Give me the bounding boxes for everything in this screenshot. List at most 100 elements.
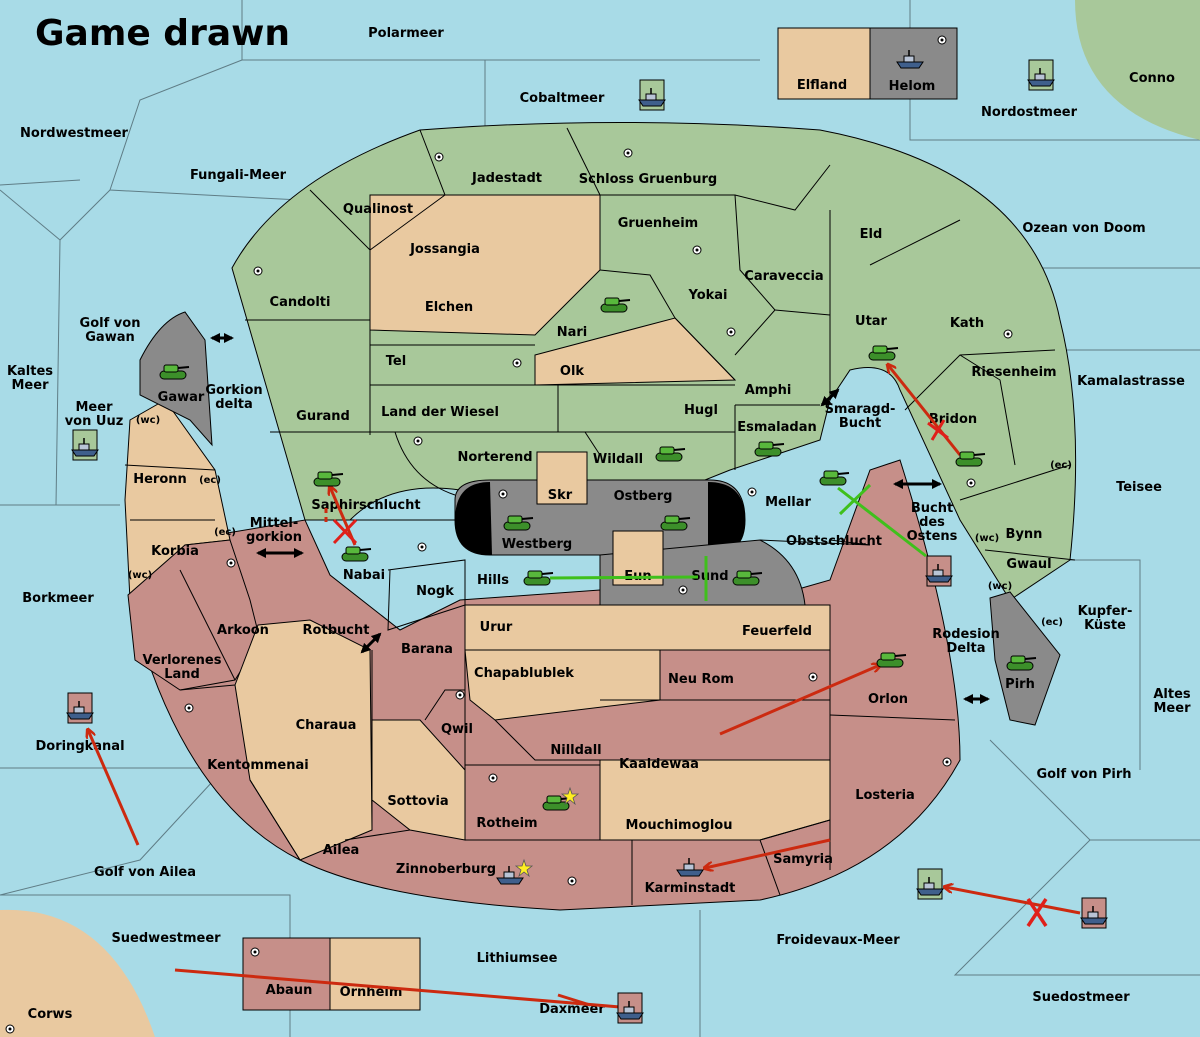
sea-teisee: Teisee	[1116, 480, 1162, 495]
province-nogk: Nogk	[416, 584, 454, 599]
coast-heronn-ec: (ec)	[199, 475, 221, 486]
game-status-title: Game drawn	[35, 13, 290, 54]
star-icon	[514, 858, 534, 878]
province-elfland: Elfland	[797, 78, 847, 93]
sea-corws: Corws	[28, 1007, 73, 1022]
sea-golf-von-pirh: Golf von Pirh	[1036, 767, 1131, 782]
province-yokai: Yokai	[687, 288, 727, 303]
coast-bynn-ec: (ec)	[1050, 460, 1072, 471]
tank-icon	[732, 570, 763, 586]
tank-icon	[819, 470, 850, 486]
supply-center-icon	[455, 690, 465, 700]
province-amphi: Amphi	[745, 383, 792, 398]
sea-golf-von-gawan-2: Gawan	[85, 330, 134, 345]
province-utar: Utar	[855, 314, 888, 329]
star-icon	[560, 786, 580, 806]
province-jossangia: Jossangia	[409, 242, 480, 257]
sea-altes-meer-2: Meer	[1154, 701, 1192, 716]
province-abaun: Abaun	[266, 983, 313, 998]
tank-icon	[955, 451, 986, 467]
tank-icon	[313, 471, 344, 487]
sea-bucht-des-ostens-3: Ostens	[907, 529, 958, 544]
province-obstschlucht: Obstschlucht	[786, 534, 882, 549]
supply-center-icon	[250, 947, 260, 957]
tank-icon	[868, 345, 899, 361]
green-orders	[549, 483, 927, 601]
sea-rotbucht: Rotbucht	[303, 623, 370, 638]
province-gruenheim: Gruenheim	[618, 216, 698, 231]
coast-bynn-wc: (wc)	[975, 533, 999, 544]
province-nilldall: Nilldall	[550, 743, 601, 758]
coast-gawar-wc: (wc)	[136, 415, 160, 426]
sea-golf-von-gawan: Golf von	[80, 316, 141, 331]
province-qwil: Qwil	[441, 722, 473, 737]
province-losteria: Losteria	[855, 788, 915, 803]
sea-suedostmeer: Suedostmeer	[1032, 990, 1130, 1005]
failed-move-x	[927, 419, 949, 441]
province-qualinost: Qualinost	[343, 202, 413, 217]
sea-nordostmeer: Nordostmeer	[981, 105, 1078, 120]
province-candolti: Candolti	[270, 295, 331, 310]
province-rotheim: Rotheim	[476, 816, 537, 831]
supply-center-icon	[942, 757, 952, 767]
tank-icon	[523, 570, 554, 586]
province-mouchimoglou: Mouchimoglou	[626, 818, 733, 833]
supply-center-icon	[747, 487, 757, 497]
tank-icon	[1006, 655, 1037, 671]
sea-gorkion-delta-2: delta	[215, 397, 253, 412]
province-conno	[1075, 0, 1200, 140]
province-verlorenes-land-2: Land	[164, 667, 200, 682]
supply-center-icon	[808, 672, 818, 682]
province-orlon: Orlon	[868, 692, 908, 707]
province-bynn: Bynn	[1006, 527, 1043, 542]
tank-icon	[754, 441, 785, 457]
province-wildall: Wildall	[593, 452, 643, 467]
coast-korbia-wc: (wc)	[128, 570, 152, 581]
sea-kupfer-kueste-2: Küste	[1084, 618, 1126, 633]
sea-rodesion-delta: Rodesion	[932, 627, 999, 642]
province-eld: Eld	[860, 227, 883, 242]
supply-center-icon	[226, 558, 236, 568]
province-korbia: Korbia	[151, 544, 199, 559]
province-hills: Hills	[477, 573, 509, 588]
province-ailea: Ailea	[323, 843, 360, 858]
sea-froidevaux-meer: Froidevaux-Meer	[776, 933, 900, 948]
province-verlorenes-land: Verlorenes	[142, 653, 221, 668]
supply-center-icon	[184, 703, 194, 713]
province-helom: Helom	[889, 79, 936, 94]
sea-altes-meer: Altes	[1153, 687, 1191, 702]
supply-center-icon	[498, 489, 508, 499]
province-schloss-gruenburg: Schloss Gruenburg	[579, 172, 717, 187]
province-jadestadt: Jadestadt	[471, 171, 542, 186]
province-riesenheim: Riesenheim	[971, 365, 1056, 380]
sea-golf-von-ailea: Golf von Ailea	[94, 865, 196, 880]
sea-cobaltmeer: Cobaltmeer	[520, 91, 605, 106]
failed-move-x	[332, 518, 358, 545]
fleets	[66, 49, 1108, 1024]
sea-smaragd-bucht: Smaragd-	[825, 402, 896, 417]
sea-conno: Conno	[1129, 71, 1175, 86]
tank-icon	[341, 546, 372, 562]
sea-labels: Polarmeer Cobaltmeer Nordostmeer Conno N…	[7, 26, 1191, 1022]
province-barana: Barana	[401, 642, 453, 657]
tank-icon	[503, 515, 534, 531]
province-gawar: Gawar	[158, 390, 205, 405]
sea-mittelgorkion: Mittel-	[250, 516, 299, 531]
province-nabai: Nabai	[343, 568, 385, 583]
coast-labels: (wc) (ec) (ec) (wc) (ec) (wc) (wc) (ec)	[128, 415, 1072, 628]
sea-gorkion-delta: Gorkion	[205, 383, 262, 398]
province-kath: Kath	[950, 316, 984, 331]
province-nari: Nari	[557, 325, 588, 340]
province-skr: Skr	[548, 488, 573, 503]
adjacency-arrows	[210, 333, 990, 704]
red-orders	[88, 365, 1081, 1009]
province-urur: Urur	[480, 620, 513, 635]
supply-center-icon	[1003, 329, 1013, 339]
sea-meer-von-uuz-2: von Uuz	[65, 414, 124, 429]
sea-rodesion-delta-2: Delta	[946, 641, 985, 656]
tank-icon	[655, 446, 686, 462]
continent	[124, 27, 1077, 1011]
sea-smaragd-bucht-2: Bucht	[839, 416, 881, 431]
supply-center-icon	[966, 478, 976, 488]
